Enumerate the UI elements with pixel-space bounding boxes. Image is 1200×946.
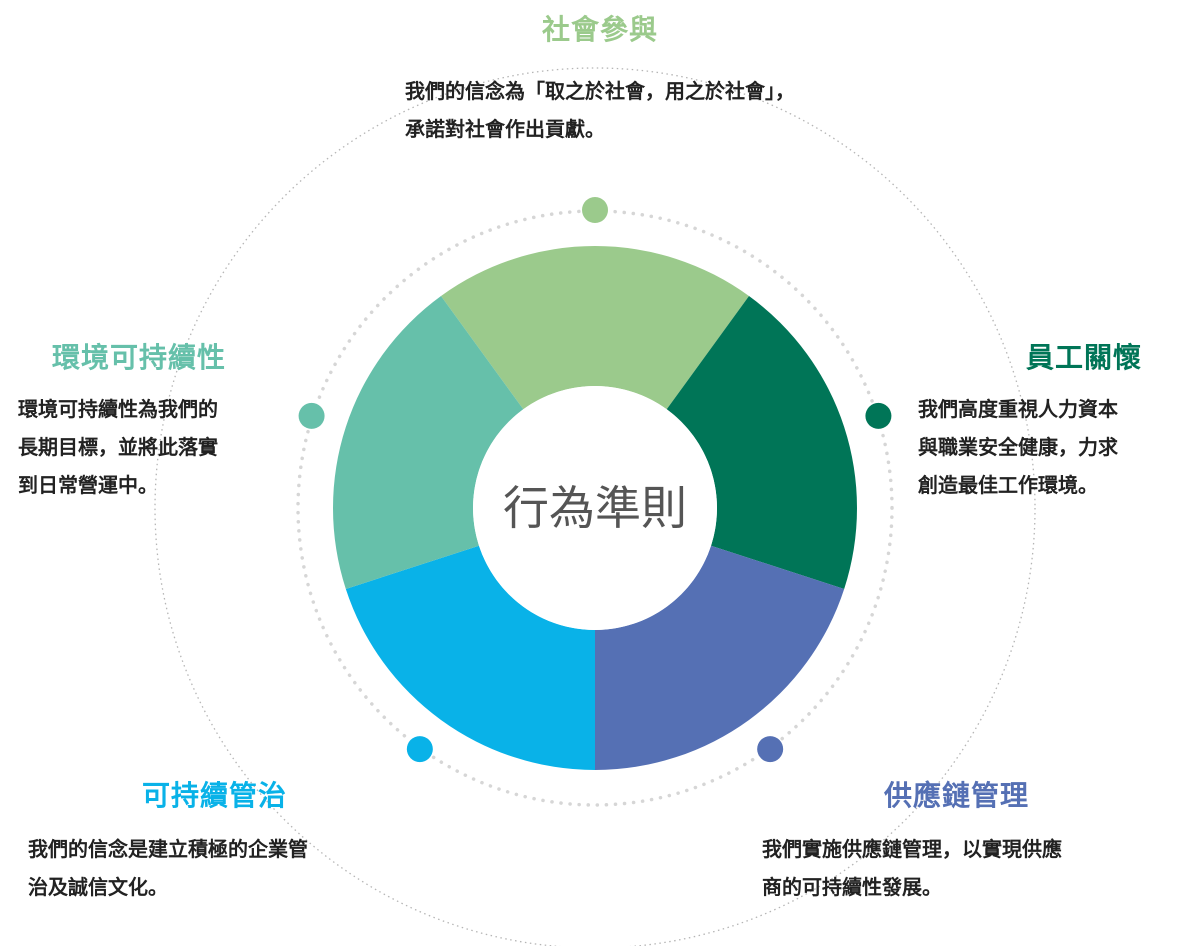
section-social-line-1: 我們的信念為「取之於社會，用之於社會」， [405,79,795,103]
section-supply-chain-line-1: 我們實施供應鏈管理，以實現供應 [762,837,1062,861]
section-employee: 員工關懷 我們高度重視人力資本 與職業安全健康，力求 創造最佳工作環境。 [918,338,1188,504]
section-employee-line-3: 創造最佳工作環境。 [918,473,1098,497]
section-governance: 可持續管治 我們的信念是建立積極的企業管 治及誠信文化。 [28,776,448,906]
section-social: 社會參與 我們的信念為「取之於社會，用之於社會」， 承諾對社會作出貢獻。 [300,10,900,148]
section-employee-line-1: 我們高度重視人力資本 [918,397,1118,421]
section-supply-chain-title: 供應鏈管理 [884,779,1030,812]
marker-dot-social [582,197,608,223]
section-employee-line-2: 與職業安全健康，力求 [918,435,1118,459]
section-governance-line-1: 我們的信念是建立積極的企業管 [28,837,308,861]
section-social-description: 我們的信念為「取之於社會，用之於社會」， 承諾對社會作出貢獻。 [405,72,795,148]
marker-dot-environment [298,402,325,429]
ring-segment-employee [666,296,857,589]
center-circle [473,386,717,630]
section-social-title: 社會參與 [541,13,658,46]
section-governance-title: 可持續管治 [142,779,288,812]
outer-dotted-ring [154,67,1036,946]
section-supply-chain-line-2: 商的可持續性發展。 [762,875,942,899]
section-environment-description: 環境可持續性為我們的 長期目標，並將此落實 到日常營運中。 [18,390,308,504]
section-employee-description: 我們高度重視人力資本 與職業安全健康，力求 創造最佳工作環境。 [918,390,1188,504]
section-environment-line-1: 環境可持續性為我們的 [18,397,218,421]
marker-dot-governance [406,736,433,763]
section-social-line-2: 承諾對社會作出貢獻。 [405,117,605,141]
ring-segment-environment [332,296,524,589]
section-markers [298,197,892,763]
section-supply-chain-description: 我們實施供應鏈管理，以實現供應 商的可持續性發展。 [762,830,1182,906]
center-label: 行為準則 [503,481,687,535]
section-employee-title: 員工關懷 [1025,341,1142,374]
section-environment-title: 環境可持續性 [52,341,227,374]
section-governance-description: 我們的信念是建立積極的企業管 治及誠信文化。 [28,830,448,906]
ring-segments [332,245,857,770]
marker-dot-employee [865,402,892,429]
section-supply-chain: 供應鏈管理 我們實施供應鏈管理，以實現供應 商的可持續性發展。 [762,776,1182,906]
inner-dotted-ring [296,209,894,807]
section-environment-line-2: 長期目標，並將此落實 [18,435,218,459]
section-environment: 環境可持續性 環境可持續性為我們的 長期目標，並將此落實 到日常營運中。 [18,338,308,504]
section-environment-line-3: 到日常營運中。 [18,473,158,497]
ring-segment-governance [345,545,595,770]
ring-segment-social [441,245,749,410]
marker-dot-supply [757,736,784,763]
section-governance-line-2: 治及誠信文化。 [28,875,168,899]
ring-segment-supply [595,545,845,770]
